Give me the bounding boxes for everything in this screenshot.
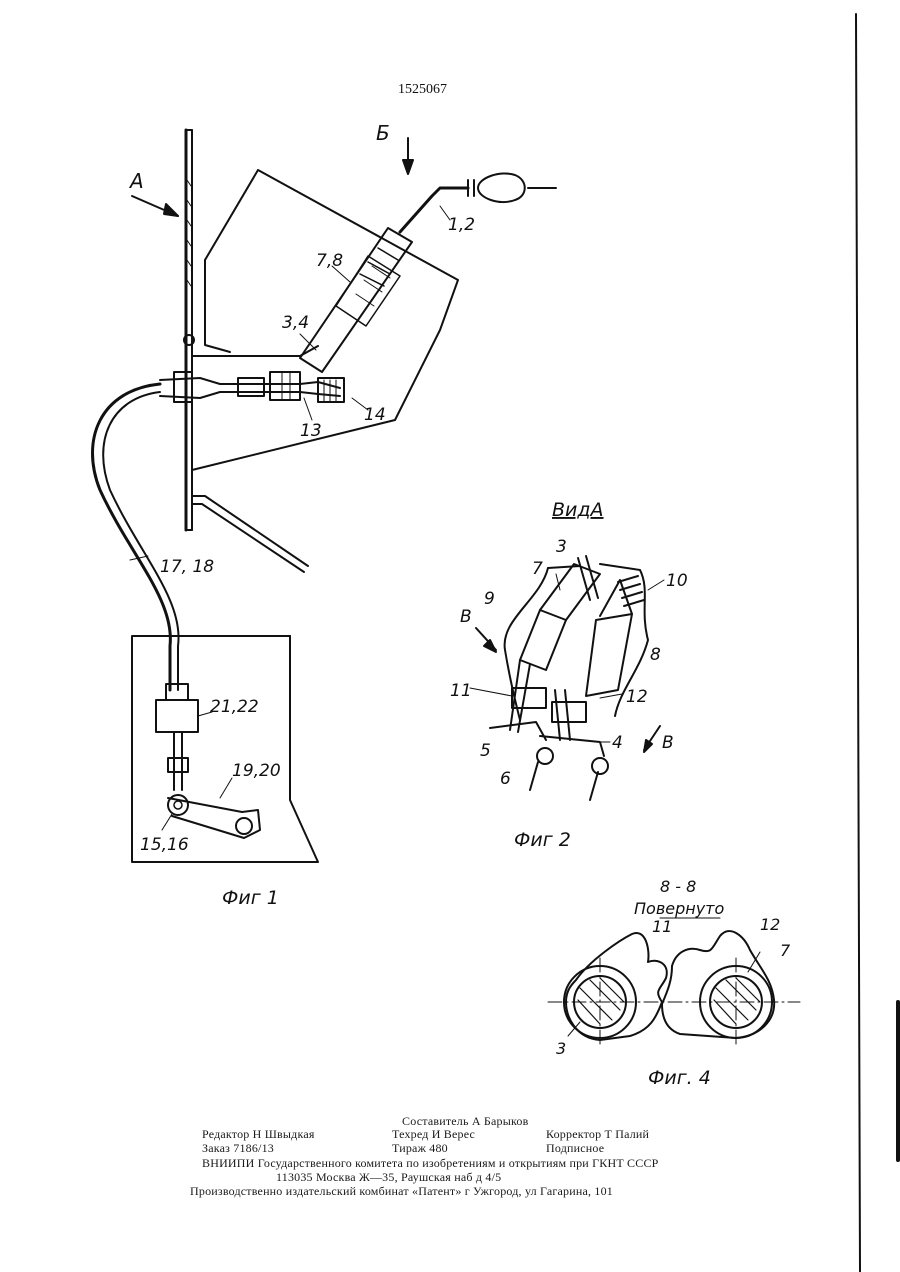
fig2-label-3: 3	[556, 537, 567, 557]
fig2-label-5: 5	[480, 741, 491, 761]
section-label: 8 - 8	[660, 877, 696, 896]
view-a-title: ВидА	[552, 499, 604, 521]
footer-subscription: Подписное	[546, 1141, 604, 1156]
fig2-label-10: 10	[666, 571, 688, 591]
figure-4	[548, 918, 800, 1046]
fig2-label-11: 11	[450, 681, 472, 701]
label-15-16: 15,16	[140, 835, 189, 855]
fig2-label-v1: В	[460, 607, 472, 627]
label-13: 13	[300, 421, 322, 441]
rotated-label: Повернуто	[634, 899, 725, 918]
fig2-label-4: 4	[612, 733, 623, 753]
fig2-label-12: 12	[626, 687, 648, 707]
footer-corrector: Корректор Т Палий	[546, 1127, 649, 1142]
figure-2-caption: Фиг 2	[514, 829, 571, 851]
label-view-b: Б	[376, 121, 390, 145]
footer-publisher: Производственно издательский комбинат «П…	[190, 1184, 613, 1199]
fig2-label-9: 9	[484, 589, 495, 609]
label-1-2: 1,2	[448, 215, 475, 235]
label-17-18: 17, 18	[160, 557, 214, 577]
footer-order: Заказ 7186/13	[202, 1141, 274, 1156]
footer-vniipi: ВНИИПИ Государственного комитета по изоб…	[202, 1156, 659, 1171]
label-14: 14	[364, 405, 386, 425]
fig4-label-12: 12	[760, 915, 780, 934]
footer-address: 113035 Москва Ж—35, Раушская наб д 4/5	[276, 1170, 501, 1185]
label-3-4: 3,4	[282, 313, 309, 333]
figure-4-caption: Фиг. 4	[648, 1067, 711, 1089]
figure-2	[470, 556, 664, 800]
fig4-label-7: 7	[780, 941, 791, 960]
fig2-label-7: 7	[532, 559, 543, 579]
fig4-label-11: 11	[652, 917, 672, 936]
footer-techred: Техред И Верес	[392, 1127, 475, 1142]
footer-editor: Редактор Н Швыдкая	[202, 1127, 315, 1142]
label-7-8: 7,8	[316, 251, 343, 271]
label-view-a: А	[128, 169, 144, 193]
fig4-label-3: 3	[556, 1039, 566, 1058]
fig2-label-8: 8	[650, 645, 661, 665]
label-21-22: 21,22	[210, 697, 259, 717]
label-19-20: 19,20	[232, 761, 281, 781]
footer-circulation: Тираж 480	[392, 1141, 448, 1156]
figure-1-caption: Фиг 1	[222, 887, 279, 909]
fig2-label-6: 6	[500, 769, 511, 789]
fig2-label-v2: В	[662, 733, 674, 753]
